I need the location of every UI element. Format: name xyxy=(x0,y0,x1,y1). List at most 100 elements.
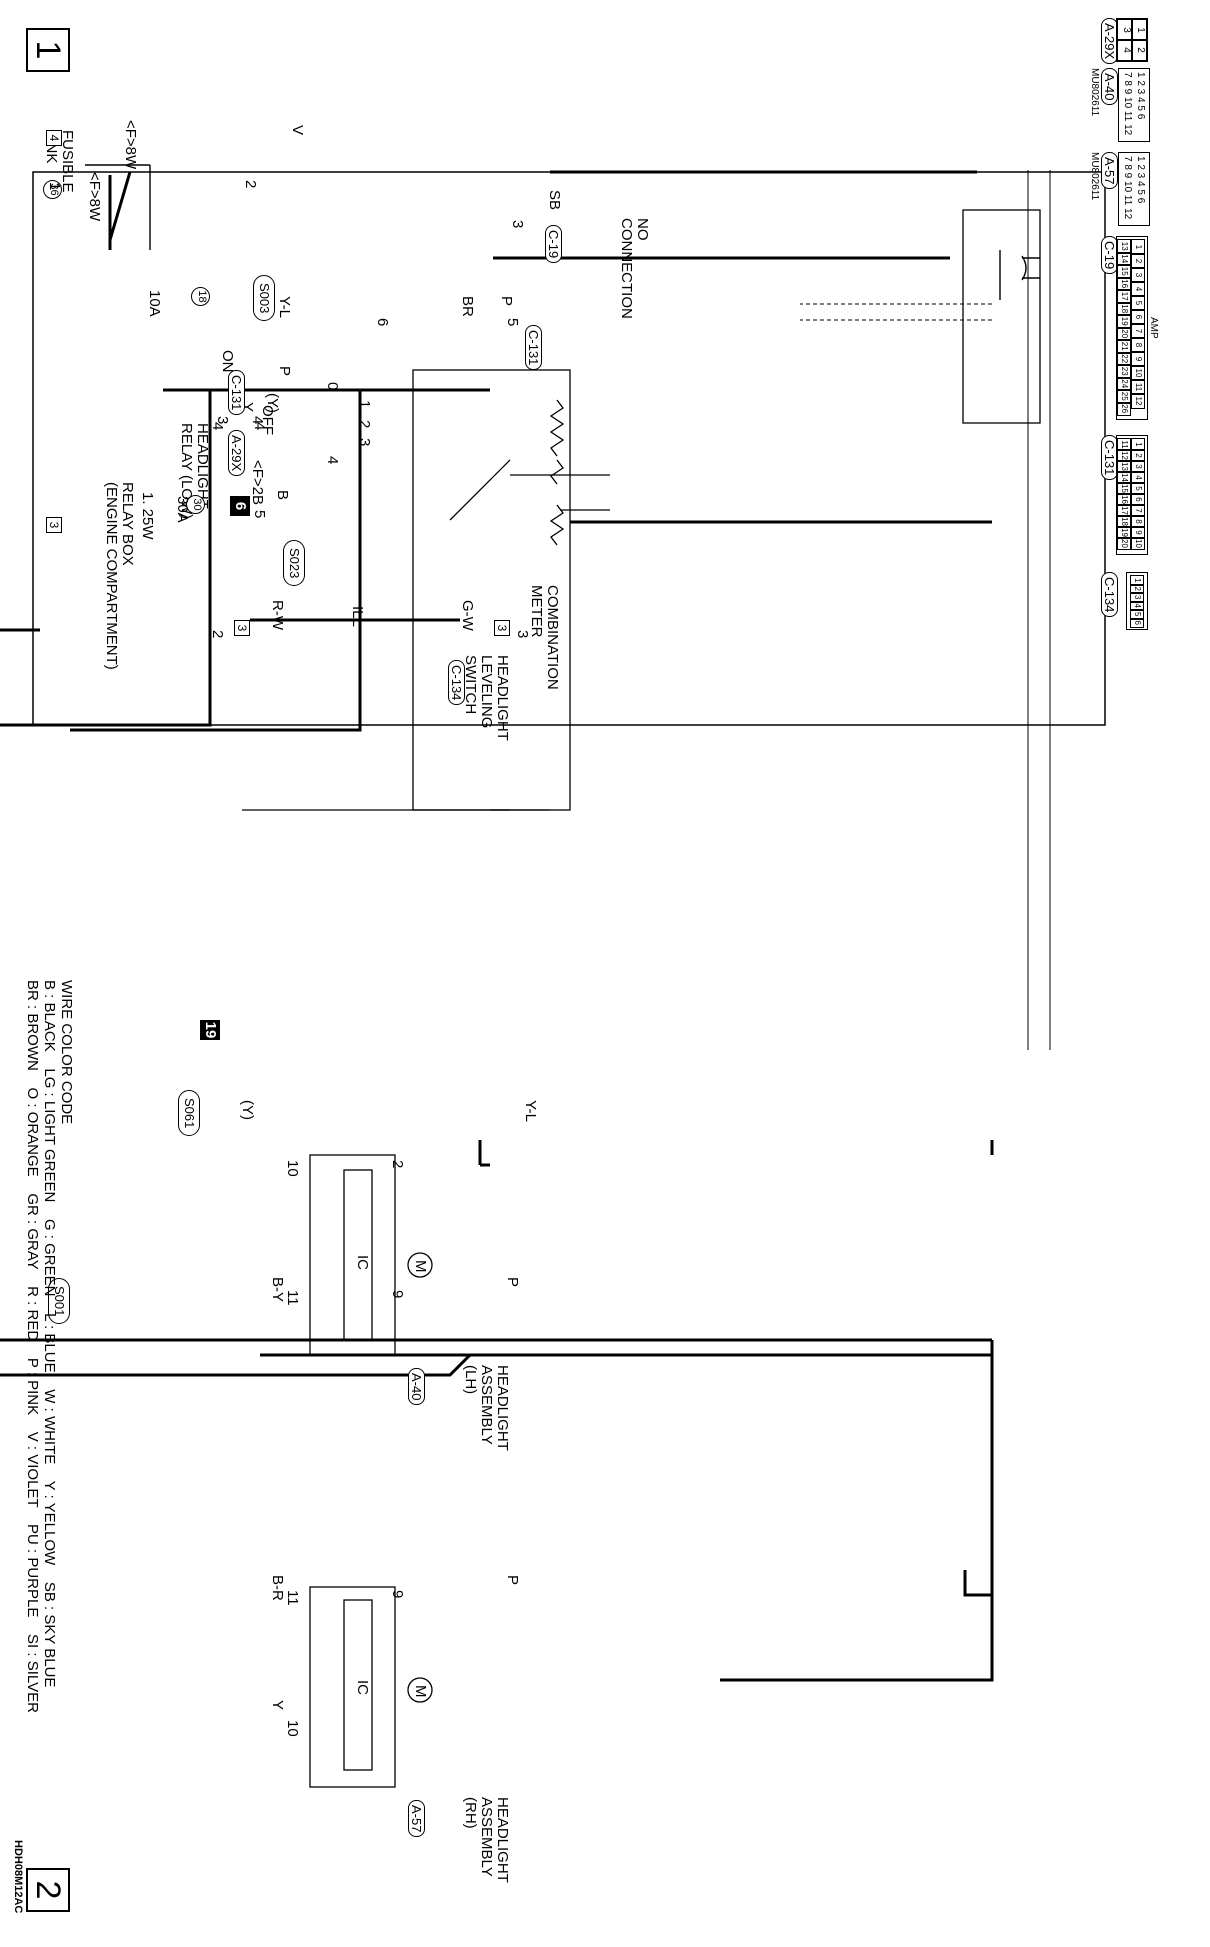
combination-meter-label: COMBINATION METER xyxy=(528,585,561,690)
cv-a40-face: 1 2 3 4 5 6 7 8 9 10 11 12 xyxy=(1118,68,1150,142)
lh-ic-label: IC xyxy=(354,1255,371,1270)
lh-wire-p: P xyxy=(504,1277,521,1288)
connector-cell: 20 xyxy=(1117,537,1131,550)
rh-wire-p: P xyxy=(504,1575,521,1586)
wire-color-code-line1: B : BLACK LG : LIGHT GREEN G : GREEN L :… xyxy=(41,980,58,1688)
switch-pos-2: 2 xyxy=(356,420,373,429)
rh-motor-label: M xyxy=(412,1685,429,1698)
c19-pin: 3 xyxy=(509,220,526,229)
diagram-code: HDH08M12AC xyxy=(12,1840,24,1914)
fuse-18-number: 18 xyxy=(191,287,210,306)
switch-pin-5: 5 xyxy=(504,318,521,327)
wire-label-sb: SB xyxy=(546,190,563,211)
headlight-relay-connector-tag: A-29X xyxy=(228,430,245,477)
headlight-rh-motor-symbol xyxy=(407,1677,433,1703)
relay-on-label: ON xyxy=(219,350,236,373)
switch-wiper xyxy=(449,459,610,521)
wire-label-yl-top: Y-L xyxy=(276,296,293,318)
ground-19: 19 xyxy=(200,1020,220,1040)
leveling-switch-connector-tag: C-134 xyxy=(448,660,465,706)
splice-s061: S061 xyxy=(178,1090,200,1137)
wire-label-p-relay: P xyxy=(276,366,293,377)
headlight-rh-box xyxy=(309,1586,396,1788)
rh-pin-10: 10 xyxy=(284,1720,301,1737)
cv-a40-part: MU802611 xyxy=(1089,68,1100,117)
lh-wire-by: B-Y xyxy=(269,1277,286,1303)
fusible-wire-a: <F>8W xyxy=(122,120,139,170)
rh-wire-y: Y xyxy=(269,1700,286,1711)
lh-motor-label: M xyxy=(412,1260,429,1273)
splice-s023: S023 xyxy=(283,540,305,587)
fusible-feed xyxy=(108,171,132,250)
leveling-switch-label: HEADLIGHT LEVELING SWITCH xyxy=(462,655,511,741)
cv-c134-tag: C-134 xyxy=(1101,572,1118,618)
headlight-lh-box xyxy=(309,1154,396,1356)
headlight-lh-label: HEADLIGHT ASSEMBLY (LH) xyxy=(462,1365,511,1451)
connector-cell: 26 xyxy=(1117,401,1131,416)
off-page-v-ref: 4 xyxy=(46,130,62,146)
wire-lh xyxy=(260,1140,994,1357)
relay-box-feed xyxy=(1027,170,1051,1050)
ground-6: 6 xyxy=(230,496,250,516)
wire-label-b: B xyxy=(274,490,291,501)
wire-label-f2b: <F>2B xyxy=(249,460,266,506)
wire-label-rw: R-W xyxy=(269,600,286,630)
cv-a57-face: 1 2 3 4 5 6 7 8 9 10 11 12 xyxy=(1118,152,1150,226)
lh-pin-9: 9 xyxy=(389,1290,406,1299)
switch-ill-label: ILL xyxy=(349,606,366,627)
wire-bry xyxy=(0,1353,472,1595)
headlight-lh-motor-symbol xyxy=(407,1252,433,1278)
wire-label-br: BR xyxy=(459,296,476,317)
fuse-30-rating: 30A xyxy=(174,496,191,523)
wire-rh xyxy=(0,1338,994,1682)
switch-pos-3: 3 xyxy=(356,438,373,447)
switch-pin-4: 4 xyxy=(251,422,268,431)
wire-label-p-switch: P xyxy=(498,296,515,307)
c131-tag-b: C-131 xyxy=(228,370,245,416)
lh-wire-yl: Y-L xyxy=(522,1100,539,1122)
relay-box-label: RELAY BOX (ENGINE COMPARTMENT) xyxy=(103,482,136,670)
resistor-chain xyxy=(549,399,565,546)
off-page-gw-ref: 3 xyxy=(494,620,510,636)
headlight-lh-connector-tag: A-40 xyxy=(408,1368,425,1406)
rh-pin-9: 9 xyxy=(389,1590,406,1599)
lh-pin-2: 2 xyxy=(389,1160,406,1169)
lh-pin-11: 11 xyxy=(284,1290,301,1306)
page-number-1: 1 xyxy=(26,28,70,72)
relay-coil xyxy=(999,250,1040,300)
cv-a57-tag: A-57 xyxy=(1101,152,1118,190)
switch-pos-4: 4 xyxy=(324,456,341,465)
headlight-rh-label: HEADLIGHT ASSEMBLY (RH) xyxy=(462,1797,511,1883)
wire-color-code-title: WIRE COLOR CODE xyxy=(58,980,75,1125)
fusible-link-box xyxy=(85,164,151,250)
headlight-rh-connector-tag: A-57 xyxy=(408,1800,425,1838)
rh-ic-label: IC xyxy=(354,1680,371,1695)
switch-pos-1: 1 xyxy=(356,400,373,409)
c131-tag-a: C-131 xyxy=(525,325,542,371)
c19-no-connection-label: NO CONNECTION xyxy=(618,218,651,319)
leveling-pin-2: 2 xyxy=(209,630,226,639)
connector-cell: 6 xyxy=(1130,617,1144,628)
lh-pin-10: 10 xyxy=(284,1160,301,1177)
connector-cell: 12 xyxy=(1131,393,1145,409)
relay-pin-1: 1 xyxy=(46,182,63,191)
page-number-2: 2 xyxy=(26,1868,70,1912)
off-page-w-ref: 3 xyxy=(46,517,62,533)
cv-a57-part: MU802611 xyxy=(1089,152,1100,201)
switch-pin-6: 6 xyxy=(374,318,391,327)
c19-tag: C-19 xyxy=(545,225,562,264)
wire-label-y-paren: (Y) xyxy=(264,393,281,413)
wire-color-code-line2: BR : BROWN O : ORANGE GR : GRAY R : RED … xyxy=(24,980,41,1713)
switch-pin-5b: 5 xyxy=(251,510,268,519)
rh-pin-11: 11 xyxy=(284,1590,301,1606)
rh-wire-br: B-R xyxy=(269,1575,286,1601)
cv-a40-tag: A-40 xyxy=(1101,68,1118,106)
headlight-rh-ic xyxy=(343,1599,373,1771)
switch-pin-4b: 4 xyxy=(209,422,226,431)
